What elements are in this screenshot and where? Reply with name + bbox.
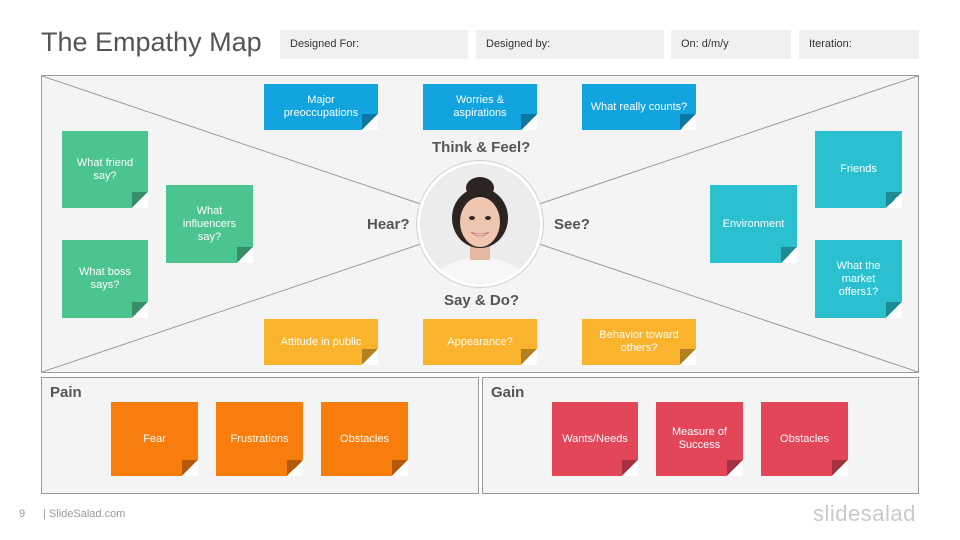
note-behavior-toward-others[interactable]: Behavior toward others? [582,319,696,365]
iteration-label: Iteration: [809,38,852,50]
note-what-influencers-say[interactable]: What influencers say? [166,185,253,263]
pain-title: Pain [50,384,82,401]
designed-for-field[interactable]: Designed For: [280,30,468,59]
slide-number: 9 [19,508,26,520]
footer-site-link[interactable]: | SlideSalad.com [43,508,126,520]
iteration-field[interactable]: Iteration: [799,30,919,59]
date-label: On: d/m/y [681,38,729,50]
note-gain-obstacles[interactable]: Obstacles [761,402,848,476]
note-friends[interactable]: Friends [815,131,902,208]
gain-title: Gain [491,384,525,401]
label-hear: Hear? [367,216,410,233]
label-say-do: Say & Do? [444,292,520,309]
note-pain-obstacles[interactable]: Obstacles [321,402,408,476]
note-what-really-counts[interactable]: What really counts? [582,84,696,130]
page-title: The Empathy Map [41,27,262,57]
note-major-preoccupations[interactable]: Major preoccupations [264,84,378,130]
note-measure-of-success[interactable]: Measure of Success [656,402,743,476]
note-frustrations[interactable]: Frustrations [216,402,303,476]
label-see: See? [554,216,590,233]
designed-for-label: Designed For: [290,38,360,50]
note-what-boss-says[interactable]: What boss says? [62,240,148,318]
label-think-feel: Think & Feel? [432,139,531,156]
note-attitude-in-public[interactable]: Attitude in public [264,319,378,365]
note-what-friend-say[interactable]: What friend say? [62,131,148,208]
date-field[interactable]: On: d/m/y [671,30,791,59]
note-what-the-market-offers[interactable]: What the market offers1? [815,240,902,318]
note-wants-needs[interactable]: Wants/Needs [552,402,638,476]
persona-photo-icon [420,164,540,284]
note-appearance[interactable]: Appearance? [423,319,537,365]
note-environment[interactable]: Environment [710,185,797,263]
brand-logo: slidesalad [813,501,916,526]
designed-by-label: Designed by: [486,38,551,50]
note-fear[interactable]: Fear [111,402,198,476]
designed-by-field[interactable]: Designed by: [476,30,664,59]
persona-avatar [417,161,543,287]
note-worries-aspirations[interactable]: Worries & aspirations [423,84,537,130]
